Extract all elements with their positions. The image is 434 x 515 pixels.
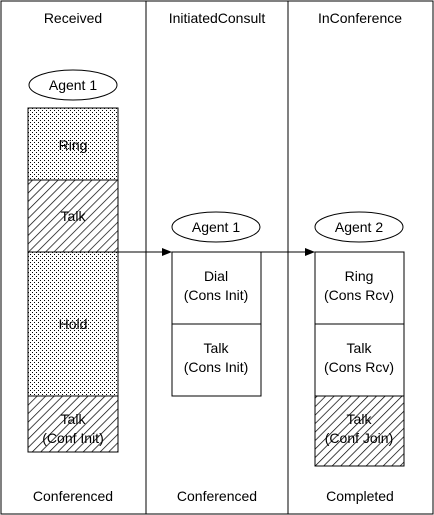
agent-ellipse-conference — [314, 211, 404, 243]
column-footer-initiated-consult: Conferenced — [177, 488, 257, 504]
state-box-ring-cons-rcv — [314, 251, 405, 325]
state-box-talk-conf-init — [27, 395, 119, 453]
state-label-talk-cons-init-line2: (Cons Init) — [184, 359, 249, 375]
state-box-talk-cons-init — [171, 323, 262, 397]
state-label-talk-cons-rcv-line2: (Cons Rcv) — [324, 359, 394, 375]
state-label-talk-cons-init-line1: Talk — [204, 340, 230, 356]
state-label-dial-cons-init-line2: (Cons Init) — [184, 287, 249, 303]
agent-ellipse-received — [28, 69, 118, 101]
state-label-talk-conf-join-line1: Talk — [347, 411, 373, 427]
state-label-dial-cons-init-line1: Dial — [204, 268, 228, 284]
column-header-in-conference: InConference — [318, 10, 402, 26]
state-label-ring-cons-rcv-line1: Ring — [345, 268, 374, 284]
state-label-talk-conf-init-line1: Talk — [61, 411, 87, 427]
state-box-talk — [27, 179, 119, 253]
agent-label-conference: Agent 2 — [335, 219, 383, 235]
state-box-hold — [27, 251, 119, 397]
state-label-talk: Talk — [61, 208, 87, 224]
column-footer-received: Conferenced — [33, 488, 113, 504]
state-label-talk-cons-rcv-line1: Talk — [347, 340, 373, 356]
agent-label-received: Agent 1 — [49, 77, 97, 93]
state-label-ring-cons-rcv-line2: (Cons Rcv) — [324, 287, 394, 303]
column-header-initiated-consult: InitiatedConsult — [169, 10, 266, 26]
state-label-ring: Ring — [59, 137, 88, 153]
agent-ellipse-consult — [171, 211, 261, 243]
agent-label-consult: Agent 1 — [192, 219, 240, 235]
state-box-dial-cons-init — [171, 251, 262, 325]
column-footer-in-conference: Completed — [326, 488, 394, 504]
state-label-talk-conf-join-line2: (Conf Join) — [325, 430, 393, 446]
state-label-talk-conf-init-line2: (Conf Init) — [42, 430, 103, 446]
state-label-hold: Hold — [59, 316, 88, 332]
state-box-talk-conf-join — [314, 395, 405, 467]
column-header-received: Received — [44, 10, 102, 26]
state-box-ring — [27, 107, 119, 181]
